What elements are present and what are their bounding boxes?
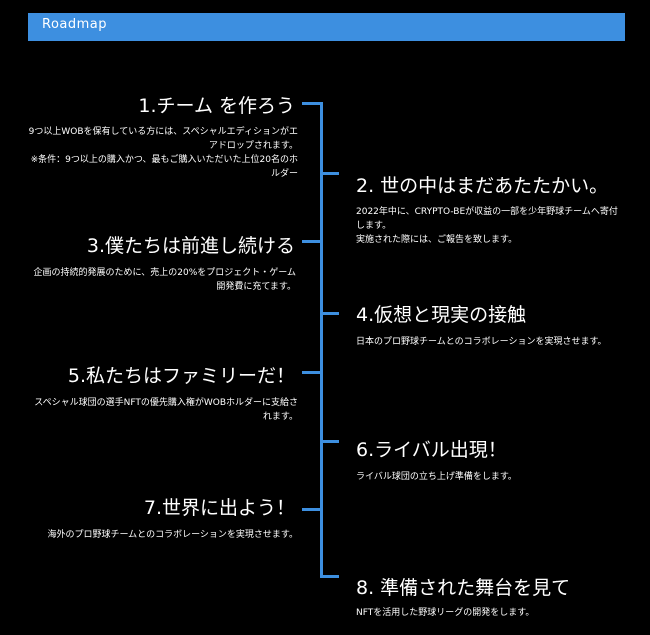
milestone-6-desc: ライバル球団の立ち上げ準備をします。 <box>356 472 517 482</box>
milestone-4-title: 4.仮想と現実の接触 <box>356 304 527 326</box>
timeline-tick-2 <box>321 172 339 175</box>
milestone-7-desc: 海外のプロ野球チームとのコラボレーションを実現させます。 <box>47 530 298 540</box>
milestone-5-title: 5.私たちはファミリーだ！ <box>67 365 295 387</box>
roadmap-header: Roadmap <box>28 13 625 41</box>
timeline-tick-4 <box>321 312 339 315</box>
timeline-tick-3 <box>302 240 320 243</box>
milestone-1-desc: 9つ以上WOBを保有している方には、スペシャルエディションがエアドロップされます… <box>28 127 298 179</box>
milestone-3-desc: 企画の持続的発展のために、売上の20%をプロジェクト・ゲーム開発費に充てます。 <box>33 268 296 292</box>
header-title: Roadmap <box>42 17 108 32</box>
milestone-8-title: 8. 準備された舞台を見て <box>356 577 571 599</box>
timeline-tick-1 <box>302 102 320 105</box>
timeline-tick-6 <box>321 440 339 443</box>
timeline-tick-8 <box>321 575 339 578</box>
milestone-2-desc: 2022年中に、CRYPTO-BEが収益の一部を少年野球チームへ寄付します。 実… <box>356 207 618 245</box>
milestone-4-desc: 日本のプロ野球チームとのコラボレーションを実現させます。 <box>356 337 607 347</box>
milestone-3-title: 3.僕たちは前進し続ける <box>86 235 295 257</box>
timeline-tick-7 <box>302 508 320 511</box>
milestone-1-title: 1.チーム を作ろう <box>138 95 295 117</box>
milestone-5-desc: スペシャル球団の選手NFTの優先購入権がWOBホルダーに支給されます。 <box>34 398 298 422</box>
milestone-7-title: 7.世界に出よう！ <box>143 497 295 519</box>
timeline-tick-5 <box>302 371 320 374</box>
timeline-line <box>320 102 323 578</box>
milestone-6-title: 6.ライバル出現！ <box>356 439 507 461</box>
milestone-2-title: 2. 世の中はまだあたたかい。 <box>356 175 609 197</box>
milestone-8-desc: NFTを活用した野球リーグの開発をします。 <box>356 608 535 618</box>
